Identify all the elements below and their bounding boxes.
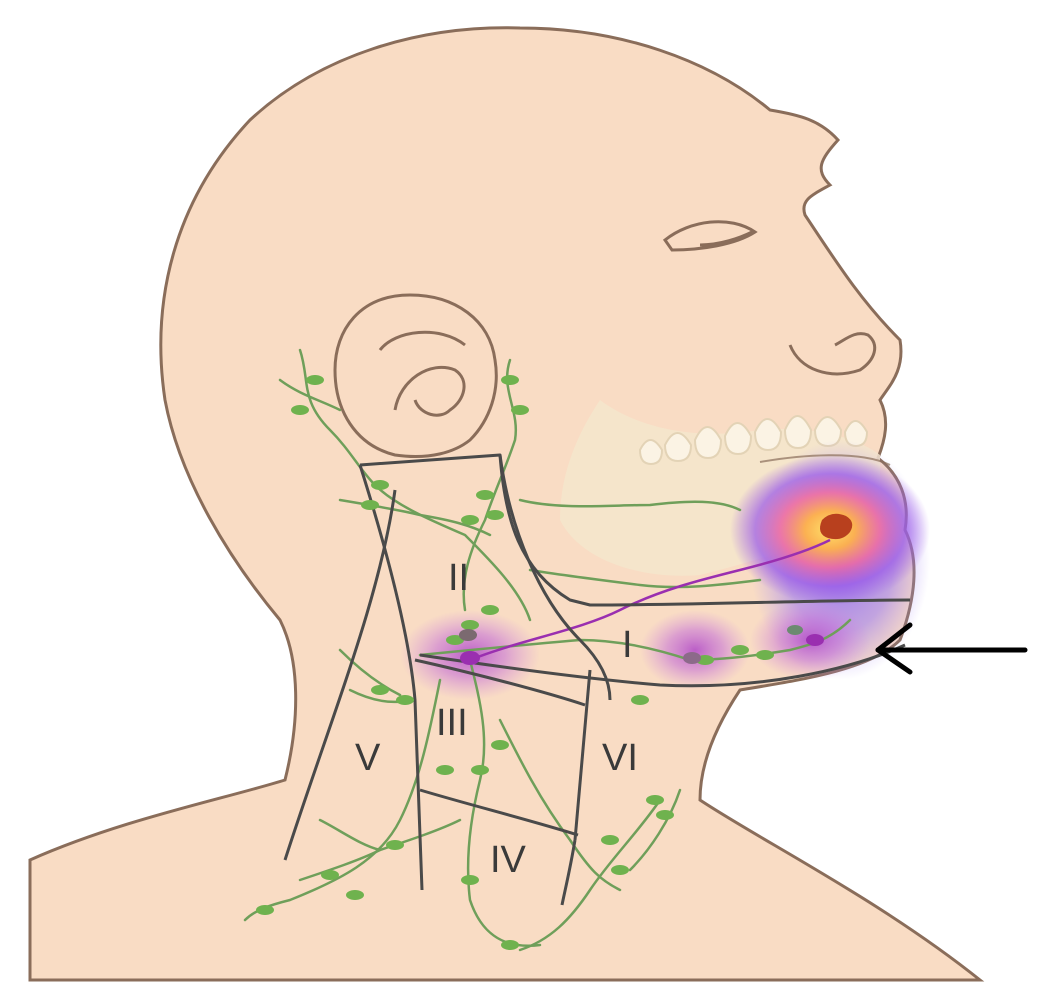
level-iii-label: III	[436, 702, 468, 744]
arrow-left-icon	[878, 625, 1025, 672]
ear	[335, 295, 496, 457]
level-ii-label: II	[448, 557, 469, 599]
level-vi-label: VI	[602, 737, 638, 779]
level-i-label: I	[622, 624, 633, 666]
level-iv-label: IV	[490, 839, 527, 881]
level-v-label: V	[355, 737, 381, 779]
